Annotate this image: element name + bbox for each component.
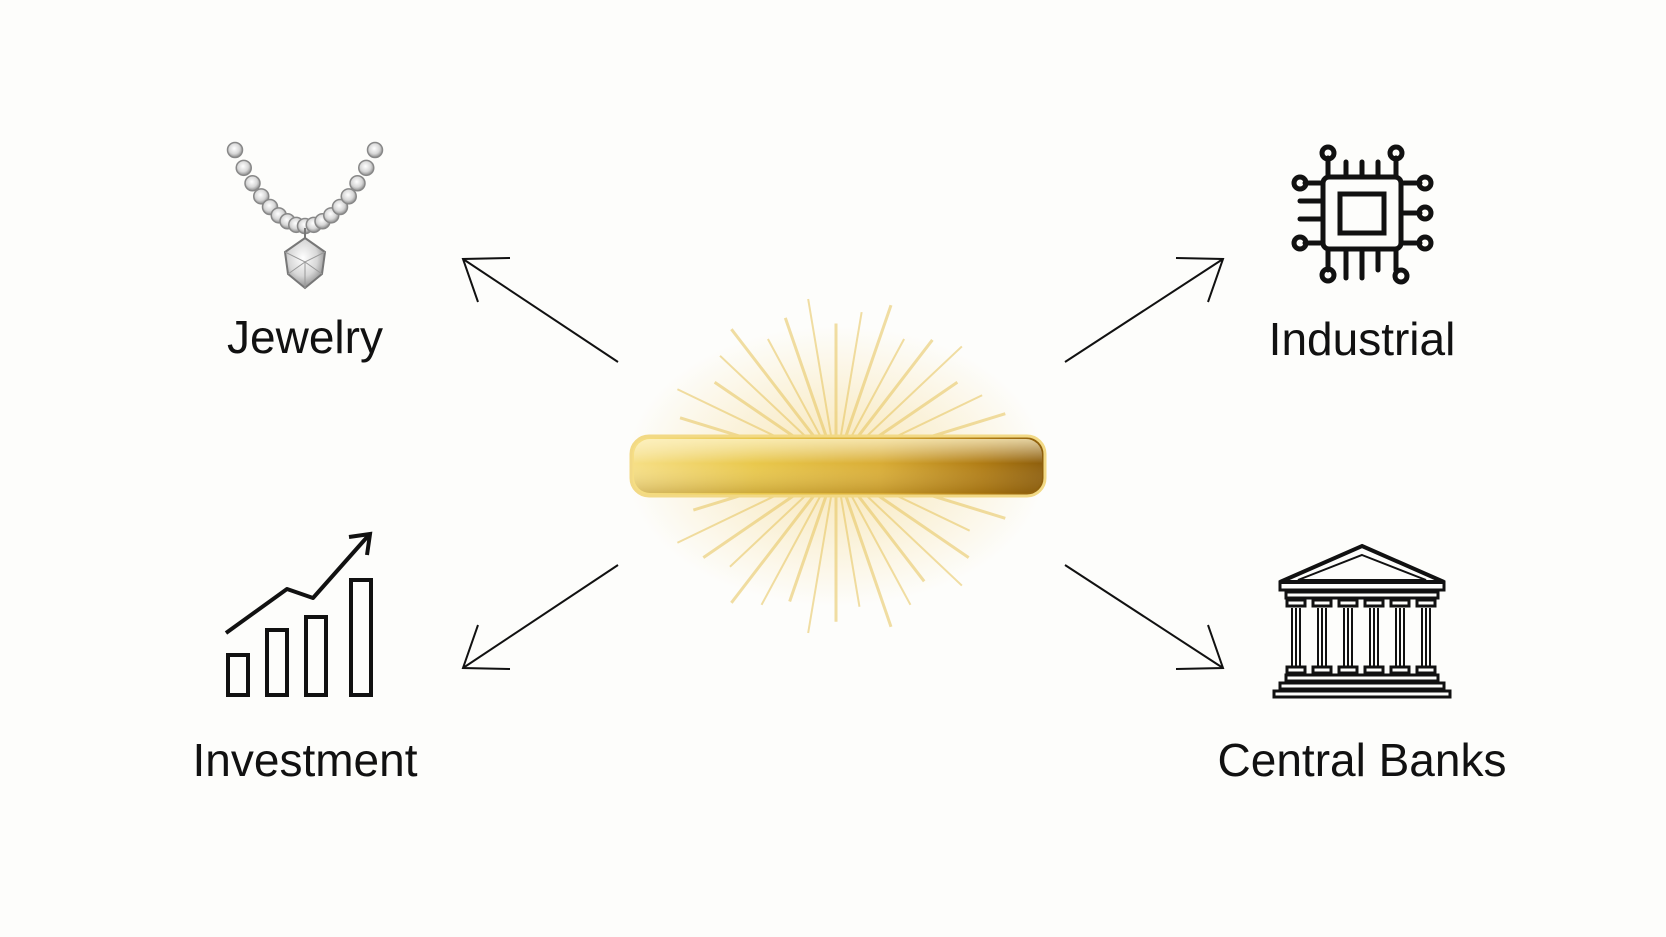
bank-column-capital [1337, 598, 1359, 608]
gold-ray [767, 338, 828, 449]
arrows [461, 257, 1225, 670]
necklace-bead [331, 198, 349, 216]
necklace-icon [226, 141, 384, 290]
gold-ray [840, 304, 893, 448]
necklace-bead [253, 188, 270, 205]
bank-column-base [1363, 665, 1385, 675]
label-central-banks: Central Banks [1217, 734, 1507, 786]
gold-ray [838, 311, 863, 447]
gold-ray [760, 483, 828, 606]
necklace-bead [349, 175, 366, 192]
arrow-to-central-banks [1064, 564, 1224, 669]
necklace-bead [340, 188, 357, 205]
gold-ray [849, 345, 963, 453]
gold-bar-group [626, 298, 1047, 634]
label-industrial: Industrial [1268, 313, 1456, 365]
arrow-head-industrial [1175, 257, 1225, 303]
bank-column-base [1311, 665, 1333, 675]
gold-ray [730, 481, 826, 604]
gold-ray [844, 483, 912, 606]
gold-bar-shine [634, 439, 1042, 493]
bank-building-icon [1272, 543, 1452, 699]
necklace-bead [235, 159, 252, 177]
gold-ray [807, 298, 834, 447]
bank-column-capital [1285, 598, 1307, 608]
bank-column-capital [1389, 598, 1411, 608]
gold-ray [788, 484, 832, 603]
necklace-bead [226, 141, 244, 159]
necklace-bead [244, 175, 261, 192]
arrow-to-investment [462, 564, 619, 669]
arrow-to-jewelry [462, 258, 619, 363]
bank-column-base [1285, 665, 1307, 675]
label-investment: Investment [192, 734, 418, 786]
gold-ray [838, 485, 861, 607]
arrow-to-industrial [1064, 258, 1224, 363]
gold-ray [846, 481, 926, 583]
bank-column-capital [1311, 598, 1333, 608]
gold-ray [783, 317, 832, 448]
bank-column-base [1415, 665, 1437, 675]
microchip-icon [1291, 144, 1434, 285]
arrow-head-central-banks [1175, 624, 1225, 670]
arrow-head-investment [461, 624, 511, 670]
necklace-bead [366, 141, 384, 159]
necklace-bead [358, 159, 375, 177]
gold-ray [807, 485, 834, 634]
bank-column-base [1337, 665, 1359, 675]
arrow-head-jewelry [461, 257, 511, 303]
label-jewelry: Jewelry [227, 311, 383, 363]
bank-column-base [1389, 665, 1411, 675]
bank-column-capital [1415, 598, 1437, 608]
gold-ray [849, 479, 963, 587]
gold-ray [840, 484, 893, 628]
bank-column-capital [1363, 598, 1385, 608]
rising-bar-chart-icon [224, 531, 373, 697]
gold-ray [844, 338, 905, 449]
gold-ray [846, 339, 934, 451]
gold-ray [730, 328, 826, 451]
